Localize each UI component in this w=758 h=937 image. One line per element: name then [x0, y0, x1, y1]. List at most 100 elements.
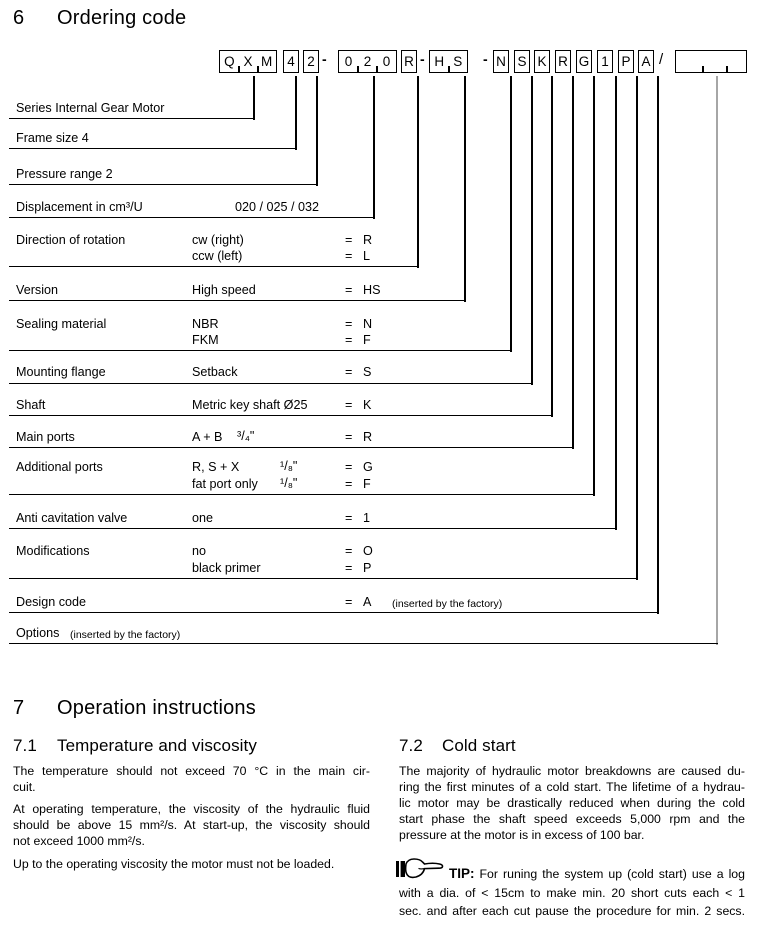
drop-line-sealing: [510, 76, 512, 352]
option-code: K: [363, 398, 372, 412]
option-text: A + B: [192, 430, 223, 444]
code-box-version: H S: [429, 50, 468, 73]
tip-line: sec. and after each cut pause the proced…: [399, 904, 745, 918]
paragraph-line: At operating temperature, the viscosity …: [13, 802, 370, 816]
row-rule: [9, 415, 553, 416]
row-label-mainports: Main ports: [16, 430, 75, 444]
code-cell: 1: [601, 53, 609, 69]
code-box-sealing: N: [493, 50, 509, 73]
code-box-pressure: 2: [303, 50, 319, 73]
tip-line: TIP: For runing the system up (cold star…: [399, 866, 745, 882]
factory-note: (inserted by the factory): [70, 629, 181, 641]
port-size-fraction: ¹/₈": [280, 459, 298, 473]
code-box-modifications: P: [618, 50, 634, 73]
row-label-flange: Mounting flange: [16, 365, 106, 379]
drop-line-frame: [295, 76, 297, 150]
drop-line-options: [716, 76, 718, 645]
cell-divider: [238, 66, 240, 72]
paragraph-line: The temperature should not exceed 70 °C …: [13, 764, 370, 778]
row-label-frame: Frame size 4: [16, 131, 89, 145]
code-dash: -: [483, 51, 488, 67]
code-box-flange: S: [514, 50, 530, 73]
row-rule: [9, 118, 255, 119]
code-cell: R: [404, 53, 414, 69]
option-code: G: [363, 460, 373, 474]
drop-line-design: [657, 76, 659, 614]
code-slash: /: [659, 51, 664, 68]
code-cell: 0: [344, 53, 353, 69]
code-cell: 2: [363, 53, 372, 69]
paragraph-line: ring the first minutes of a cold start. …: [399, 780, 745, 794]
drop-line-addports: [593, 76, 595, 496]
paragraph-line: not exceed 1000 mm²/s.: [13, 834, 145, 848]
drop-line-shaft: [551, 76, 553, 417]
option-code: 1: [363, 511, 371, 525]
section-71-number: 7.1: [13, 736, 37, 755]
code-box-displacement: 0 2 0: [338, 50, 397, 73]
option-code: P: [363, 561, 372, 575]
code-cell: R: [558, 53, 568, 69]
option-text: black primer: [192, 561, 261, 575]
code-cell: N: [496, 53, 506, 69]
row-label-options: Options: [16, 626, 60, 640]
option-text: no: [192, 544, 207, 558]
code-cell: G: [578, 53, 590, 69]
code-cell: 2: [307, 53, 315, 69]
cell-divider: [448, 66, 450, 72]
equals-sign: =: [345, 249, 353, 263]
section-72-title: Cold start: [442, 736, 516, 755]
row-rule: [9, 383, 533, 384]
equals-sign: =: [345, 333, 353, 347]
section-72-number: 7.2: [399, 736, 423, 755]
code-box-shaft: K: [534, 50, 550, 73]
drop-line-modifications: [636, 76, 638, 580]
code-box-frame: 4: [283, 50, 299, 73]
code-cell: H: [434, 53, 445, 69]
row-label-valve: Anti cavitation valve: [16, 511, 128, 525]
pointing-hand-icon: [396, 856, 446, 887]
row-rule: [9, 447, 574, 448]
code-cell: S: [517, 53, 527, 69]
option-code: S: [363, 365, 372, 379]
equals-sign: =: [345, 317, 353, 331]
row-label-modifications: Modifications: [16, 544, 90, 558]
tip-text: For runing the system up (cold start) us…: [479, 867, 745, 881]
equals-sign: =: [345, 365, 353, 379]
drop-line-version: [464, 76, 466, 302]
row-label-addports: Additional ports: [16, 460, 103, 474]
option-text: Setback: [192, 365, 238, 379]
drop-line-displacement: [373, 76, 375, 219]
option-text: FKM: [192, 333, 219, 347]
section-71-title: Temperature and viscosity: [57, 736, 257, 755]
equals-sign: =: [345, 398, 353, 412]
drop-line-flange: [531, 76, 533, 385]
drop-line-series: [253, 76, 255, 120]
row-rule: [9, 148, 297, 149]
code-cell: Q: [224, 53, 235, 69]
option-text: R, S + X: [192, 460, 240, 474]
tip-line: with a dia. of < 15cm to make min. 20 sh…: [399, 886, 745, 900]
paragraph-line: should be above 15 mm²/s. At start-up, t…: [13, 818, 370, 832]
cell-divider: [376, 66, 378, 72]
option-text: ccw (left): [192, 249, 243, 263]
code-cell: S: [453, 53, 463, 69]
option-text: fat port only: [192, 477, 258, 491]
row-rule: [9, 643, 718, 644]
row-rule: [9, 217, 375, 218]
code-cell: M: [261, 53, 273, 69]
drop-line-pressure: [316, 76, 318, 186]
option-text: High speed: [192, 283, 256, 297]
option-code: R: [363, 430, 373, 444]
equals-sign: =: [345, 283, 353, 297]
code-box-valve: 1: [597, 50, 613, 73]
option-code: O: [363, 544, 373, 558]
equals-sign: =: [345, 233, 353, 247]
equals-sign: =: [345, 544, 353, 558]
drop-line-mainports: [572, 76, 574, 449]
code-dash: -: [322, 51, 327, 67]
port-size-fraction: ³/₄": [237, 429, 255, 443]
paragraph-line: lic motor may be drastically reduced whe…: [399, 796, 745, 810]
code-cell: 0: [382, 53, 391, 69]
row-label-sealing: Sealing material: [16, 317, 107, 331]
